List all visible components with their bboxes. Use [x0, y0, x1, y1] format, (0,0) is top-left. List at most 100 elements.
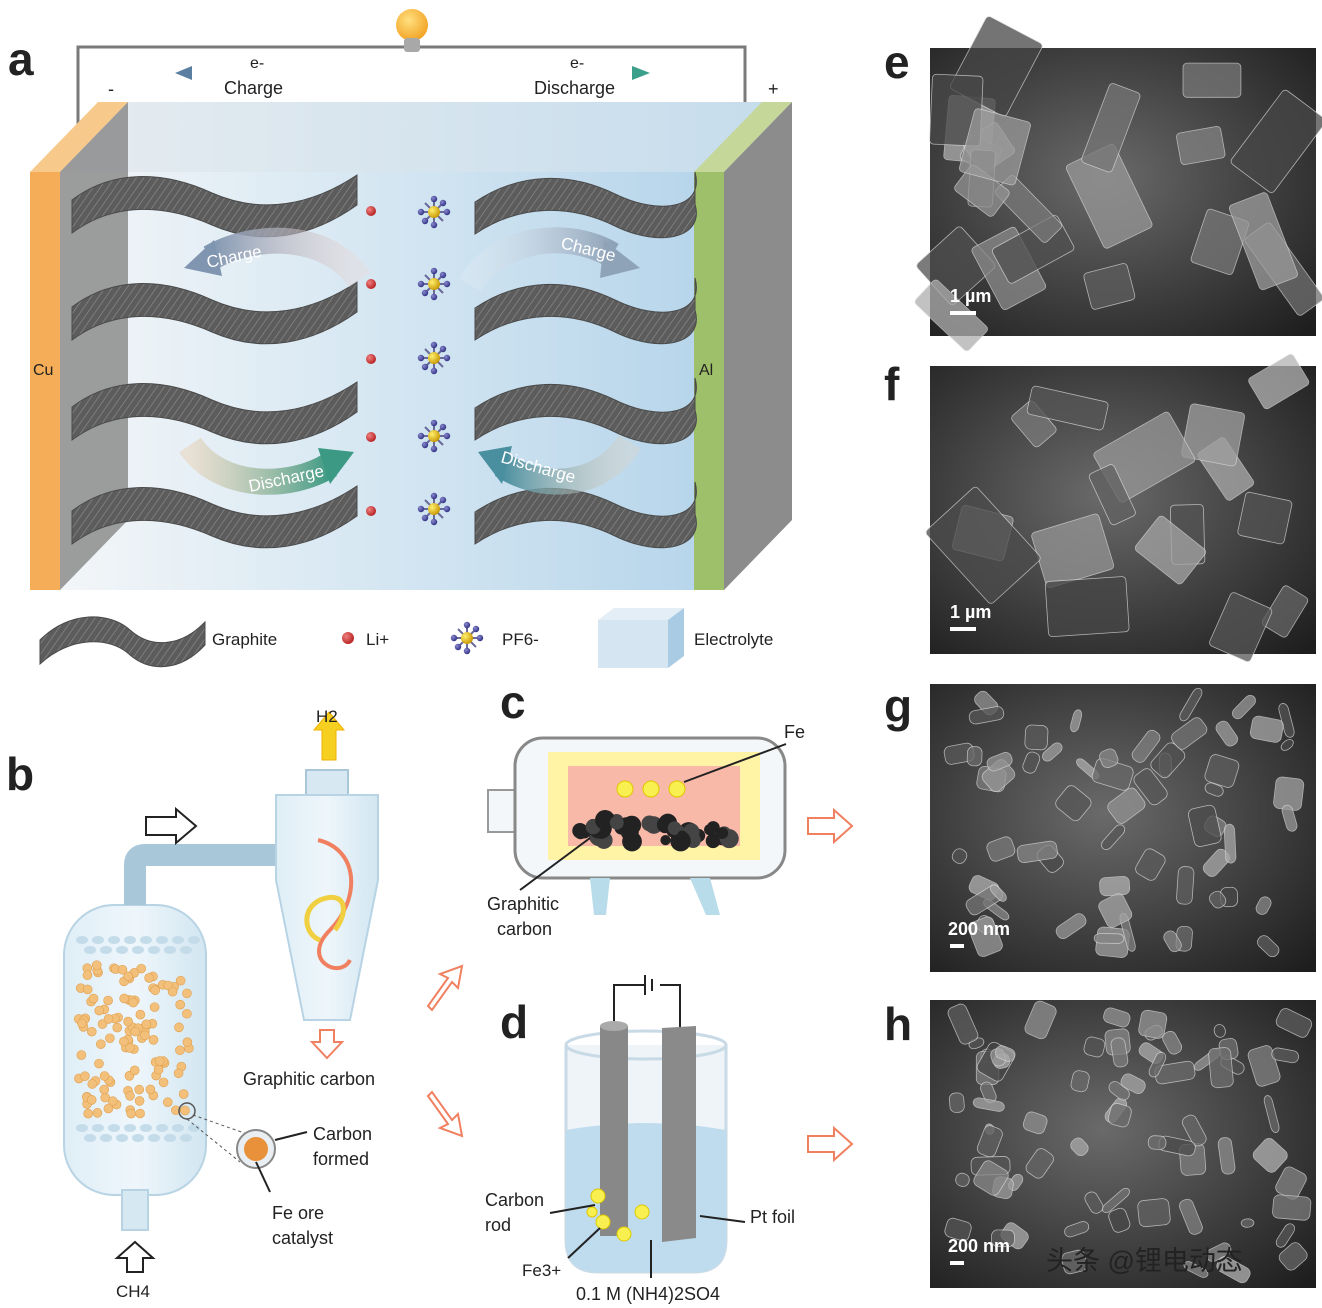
pointer-line	[567, 1227, 601, 1259]
sem-particle	[1055, 785, 1092, 822]
process-arrow-down-icon	[426, 1090, 464, 1138]
carbon-formed-label-1: Carbon	[313, 1124, 372, 1144]
sem-particle	[1024, 724, 1049, 751]
catalyst-particle	[103, 1014, 114, 1024]
sem-particle	[1208, 1047, 1234, 1089]
pointer-line	[699, 1215, 746, 1223]
sem-particle	[966, 746, 983, 767]
furnace-leg	[690, 878, 720, 915]
sem-particle	[1102, 1187, 1130, 1214]
sem-particle	[1120, 1073, 1146, 1094]
sem-particle	[1281, 804, 1298, 832]
carbon-rod	[600, 1026, 628, 1236]
plus-terminal: +	[768, 79, 779, 99]
sem-particle	[1223, 823, 1237, 864]
sem-g-scale-label: 200 nm	[948, 919, 1010, 939]
ch4-label: CH4	[116, 1282, 150, 1301]
catalyst-particle	[182, 1008, 192, 1019]
reactor-outlet-pipe	[124, 844, 295, 905]
catalyst-particle	[123, 1016, 133, 1027]
sem-particle	[1261, 585, 1309, 638]
catalyst-particle	[103, 995, 113, 1006]
sem-particle	[1209, 890, 1227, 909]
catalyst-particle	[141, 1019, 152, 1030]
sem-particle	[1081, 83, 1141, 173]
process-arrow-right-icon	[807, 1125, 854, 1163]
sem-particle	[1070, 1070, 1090, 1093]
vortex-inner-arrow	[304, 894, 346, 943]
pointer-line	[683, 743, 787, 783]
sem-particle	[1176, 866, 1195, 905]
minus-terminal: -	[108, 79, 114, 99]
beaker-rim	[564, 1029, 728, 1061]
panel-d: d Carbon rod Pt foil Fe3+ 0.1 M (NH4)2SO…	[485, 975, 854, 1304]
legend-graphite: Graphite	[212, 630, 277, 649]
catalyst-particle	[173, 1068, 184, 1079]
fe-ore-label-1: Fe ore	[272, 1203, 324, 1223]
sem-particle	[986, 752, 1013, 772]
catalyst-particles	[73, 960, 194, 1119]
catalyst-particle	[162, 1097, 173, 1108]
sem-particle	[1181, 1114, 1207, 1147]
electrolyte-legend-top	[598, 608, 684, 620]
zoom-line	[186, 1118, 241, 1163]
pointer-line	[255, 1161, 271, 1193]
catalyst-particle	[175, 975, 186, 986]
catalyst-particle	[158, 1077, 169, 1088]
sem-image-g: 200 nm	[930, 684, 1316, 972]
catalyst-particle	[82, 970, 93, 981]
carbon-grain	[621, 828, 632, 839]
catalyst-particle	[150, 985, 160, 996]
h2-label: H2	[316, 707, 338, 726]
catalyst-particle	[86, 1095, 97, 1105]
sem-particle	[973, 1160, 1009, 1196]
sem-particle	[991, 1229, 1015, 1248]
power-supply-wire	[613, 984, 681, 1035]
al-collector-side	[724, 102, 792, 590]
sem-particle	[989, 884, 1007, 902]
catalyst-particle	[182, 1037, 193, 1047]
al-collector-top	[694, 102, 792, 172]
sem-image-e: 1 µm	[914, 16, 1322, 352]
sem-particle	[1255, 896, 1272, 915]
catalyst-particle	[94, 1058, 104, 1069]
catalyst-particle	[105, 1033, 115, 1044]
sem-particle	[1070, 709, 1083, 733]
sem-particle	[1137, 1198, 1171, 1228]
carbon-rod-top	[600, 1021, 628, 1031]
catalyst-particle	[94, 1005, 105, 1016]
sem-particle	[1163, 930, 1182, 953]
catalyst-particle	[171, 1105, 181, 1116]
electrolyte-concentration-label: 0.1 M (NH4)2SO4	[576, 1284, 720, 1304]
sem-particle	[1272, 1194, 1312, 1221]
sem-particle	[1016, 840, 1058, 864]
catalyst-particle	[154, 1056, 165, 1066]
catalyst-particle	[92, 1108, 103, 1118]
li-ion	[366, 506, 376, 516]
sem-particle	[1042, 742, 1063, 762]
fe-ore-core-icon	[244, 1137, 268, 1161]
catalyst-particle	[87, 1079, 98, 1089]
catalyst-particle	[108, 1096, 118, 1106]
catalyst-particle	[180, 1105, 190, 1116]
catalyst-particle	[125, 1043, 135, 1053]
sem-particle	[1179, 687, 1203, 722]
sem-h-scale-bar	[950, 1261, 964, 1265]
pf6-legend-icon	[449, 620, 485, 656]
electrolyte-legend-icon	[598, 620, 668, 668]
distributor-plate-top	[76, 936, 200, 954]
process-arrow-up-icon	[426, 964, 464, 1012]
pointer-line	[549, 1204, 596, 1214]
graphitic-carbon-c-label-1: Graphitic	[487, 894, 559, 914]
fe-atom-icon	[616, 780, 634, 798]
sem-particle	[1088, 464, 1136, 526]
graphitic-carbon-label: Graphitic carbon	[243, 1069, 375, 1089]
sem-particle	[944, 1217, 972, 1242]
sem-particle	[1093, 933, 1125, 944]
catalyst-particle	[128, 997, 139, 1008]
flow-arrow-icon	[145, 806, 198, 846]
sem-h-scale-label: 200 nm	[948, 1236, 1010, 1256]
catalyst-particle	[82, 984, 93, 995]
fe3-ion-icon	[590, 1188, 606, 1204]
sem-particle	[1101, 824, 1126, 851]
